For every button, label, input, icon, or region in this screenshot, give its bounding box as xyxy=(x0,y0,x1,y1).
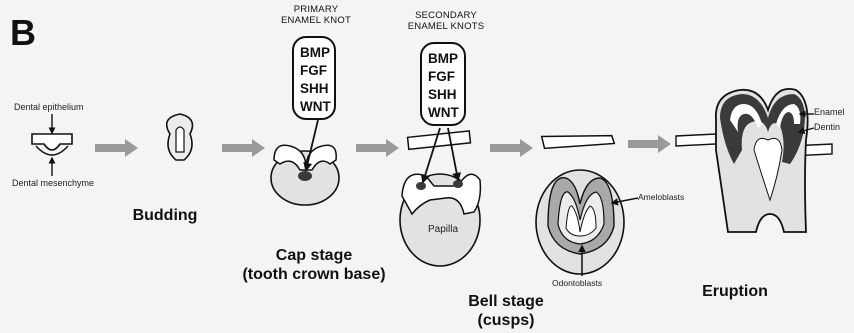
secondary-gene-2: FGF xyxy=(428,68,458,86)
dental-epithelium-label: Dental epithelium xyxy=(14,102,84,112)
primary-knot-title-line-1: PRIMARY xyxy=(294,4,339,15)
secondary-gene-1: BMP xyxy=(428,50,458,68)
secondary-knots-title-line-1: SECONDARY xyxy=(415,10,477,21)
budding-line-1: Budding xyxy=(133,207,198,224)
stage-label-budding: Budding xyxy=(120,206,210,225)
early-bell-tissue xyxy=(400,131,480,266)
initiation-tissue xyxy=(32,134,72,155)
secondary-gene-4: WNT xyxy=(428,104,458,122)
secondary-gene-3: SHH xyxy=(428,86,458,104)
enamel-label: Enamel xyxy=(814,107,845,117)
cap-line-2: (tooth crown base) xyxy=(242,266,385,283)
erupted-tooth xyxy=(676,89,832,232)
stage-label-eruption: Eruption xyxy=(690,282,780,301)
bud-tissue xyxy=(167,114,193,160)
bell-line-2: (cusps) xyxy=(478,312,535,329)
primary-gene-4: WNT xyxy=(300,98,328,116)
primary-gene-2: FGF xyxy=(300,62,328,80)
cap-line-1: Cap stage xyxy=(276,247,352,264)
cap-tissue xyxy=(271,145,339,205)
primary-enamel-knot-mark xyxy=(298,171,312,181)
secondary-knots-heading: SECONDARY ENAMEL KNOTS xyxy=(398,10,494,32)
secondary-knots-title-line-2: ENAMEL KNOTS xyxy=(408,21,484,32)
primary-knot-heading: PRIMARY ENAMEL KNOT xyxy=(276,4,356,26)
primary-gene-3: SHH xyxy=(300,80,328,98)
eruption-line-1: Eruption xyxy=(702,283,768,300)
primary-gene-1: BMP xyxy=(300,44,328,62)
secondary-knots-gene-box: BMP FGF SHH WNT xyxy=(420,42,466,126)
ameloblasts-label: Ameloblasts xyxy=(638,192,684,202)
papilla-label: Papilla xyxy=(428,224,458,235)
stage-label-cap: Cap stage (tooth crown base) xyxy=(236,246,392,284)
dentin-label: Dentin xyxy=(814,122,840,132)
bell-line-1: Bell stage xyxy=(468,293,544,310)
primary-knot-gene-box: BMP FGF SHH WNT xyxy=(292,36,336,120)
bell-tissue xyxy=(536,132,624,274)
dental-mesenchyme-label: Dental mesenchyme xyxy=(12,178,94,188)
odontoblasts-label: Odontoblasts xyxy=(552,278,602,288)
primary-knot-title-line-2: ENAMEL KNOT xyxy=(281,15,351,26)
stage-label-bell: Bell stage (cusps) xyxy=(456,292,556,330)
panel-label: B xyxy=(10,12,36,54)
